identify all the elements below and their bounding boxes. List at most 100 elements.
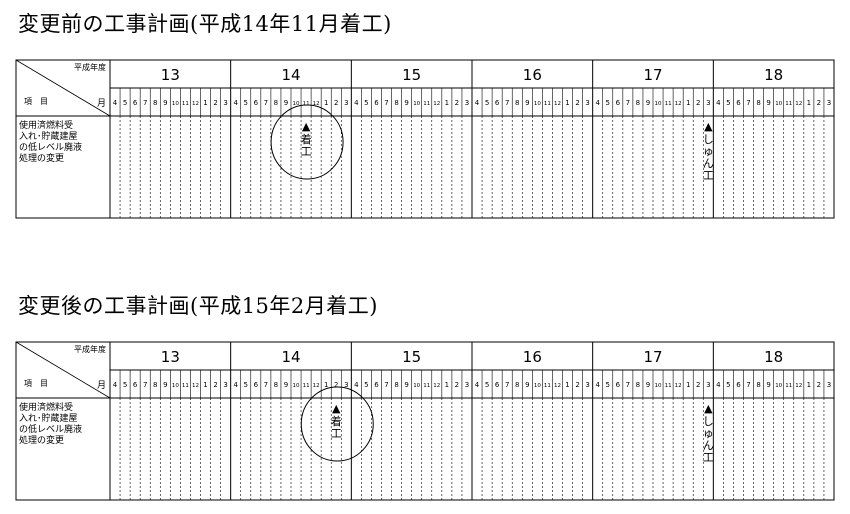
row-label-line: 処理の変更 xyxy=(19,152,64,164)
month-label: 7 xyxy=(746,381,750,389)
month-label: 1 xyxy=(324,99,328,107)
month-label: 12 xyxy=(313,383,320,389)
month-label: 11 xyxy=(544,383,551,389)
month-label: 9 xyxy=(404,99,408,107)
month-label: 5 xyxy=(364,381,368,389)
month-label: 8 xyxy=(274,99,278,107)
month-label: 10 xyxy=(413,383,420,389)
month-label: 10 xyxy=(655,383,662,389)
table-frame xyxy=(15,59,835,219)
month-label: 6 xyxy=(133,381,138,389)
month-label: 7 xyxy=(143,381,147,389)
month-label: 10 xyxy=(172,383,179,389)
month-label: 5 xyxy=(244,381,248,389)
month-label: 11 xyxy=(785,383,792,389)
month-label: 10 xyxy=(775,383,782,389)
month-label: 8 xyxy=(515,99,519,107)
month-label: 4 xyxy=(113,381,118,389)
month-label: 6 xyxy=(254,99,259,107)
month-label: 3 xyxy=(827,99,831,107)
month-label: 6 xyxy=(133,99,138,107)
month-label: 9 xyxy=(284,381,288,389)
month-label: 6 xyxy=(616,381,621,389)
month-label: 7 xyxy=(384,381,388,389)
month-label: 3 xyxy=(465,99,469,107)
month-label: 9 xyxy=(525,381,529,389)
month-label: 6 xyxy=(374,381,379,389)
month-label: 7 xyxy=(143,99,147,107)
month-label: 4 xyxy=(233,381,238,389)
month-label: 12 xyxy=(675,101,682,107)
month-label: 1 xyxy=(686,381,690,389)
row-label-line: の低レベル廃液 xyxy=(19,423,82,435)
month-label: 7 xyxy=(626,99,630,107)
table-frame xyxy=(15,341,835,501)
year-label: 17 xyxy=(643,66,662,84)
month-label: 12 xyxy=(433,101,440,107)
month-label: 1 xyxy=(445,381,449,389)
row-label-line: の低レベル廃液 xyxy=(19,141,82,153)
month-label: 5 xyxy=(726,99,730,107)
month-label: 10 xyxy=(655,101,662,107)
month-label: 7 xyxy=(264,99,268,107)
month-label: 2 xyxy=(455,99,459,107)
month-label: 12 xyxy=(313,101,320,107)
month-label: 5 xyxy=(606,99,610,107)
month-label: 10 xyxy=(413,101,420,107)
month-label: 9 xyxy=(163,99,167,107)
row-label-line: 使用済燃料受 xyxy=(19,119,73,131)
month-label: 12 xyxy=(554,383,561,389)
month-label: 3 xyxy=(585,99,589,107)
year-label: 16 xyxy=(523,348,542,366)
month-label: 9 xyxy=(766,99,770,107)
month-label: 10 xyxy=(172,101,179,107)
month-label: 9 xyxy=(404,381,408,389)
month-label: 11 xyxy=(303,383,310,389)
month-label: 4 xyxy=(233,99,238,107)
end-label-char: ん xyxy=(703,439,714,452)
month-label: 5 xyxy=(123,99,127,107)
month-label: 10 xyxy=(775,101,782,107)
month-label: 2 xyxy=(575,99,579,107)
month-label: 8 xyxy=(394,99,398,107)
month-label: 10 xyxy=(293,383,300,389)
month-label: 4 xyxy=(716,99,721,107)
month-label: 2 xyxy=(213,99,217,107)
year-label: 15 xyxy=(402,348,421,366)
month-label: 3 xyxy=(223,381,227,389)
month-label: 6 xyxy=(495,381,500,389)
corner-diagonal-line xyxy=(15,341,111,399)
month-label: 3 xyxy=(344,99,348,107)
month-label: 1 xyxy=(203,99,207,107)
month-label: 9 xyxy=(163,381,167,389)
header-fiscal-year-label: 平成年度 xyxy=(74,62,106,72)
month-label: 6 xyxy=(254,381,259,389)
month-label: 2 xyxy=(213,381,217,389)
month-label: 3 xyxy=(827,381,831,389)
start-label-char: 着 xyxy=(331,414,342,428)
month-label: 4 xyxy=(354,99,359,107)
month-label: 11 xyxy=(544,101,551,107)
month-label: 1 xyxy=(203,381,207,389)
month-label: 4 xyxy=(595,99,600,107)
header-month-label: 月 xyxy=(97,380,106,391)
start-marker-triangle: ▲ xyxy=(332,402,341,415)
end-label-char: ゅ xyxy=(703,145,714,158)
month-label: 6 xyxy=(616,99,621,107)
month-label: 5 xyxy=(244,99,248,107)
month-label: 7 xyxy=(505,99,509,107)
month-label: 11 xyxy=(182,101,189,107)
month-label: 1 xyxy=(565,99,569,107)
month-label: 8 xyxy=(756,381,760,389)
end-marker-triangle: ▲ xyxy=(704,120,713,133)
month-label: 7 xyxy=(626,381,630,389)
month-label: 2 xyxy=(696,99,700,107)
month-label: 4 xyxy=(113,99,118,107)
